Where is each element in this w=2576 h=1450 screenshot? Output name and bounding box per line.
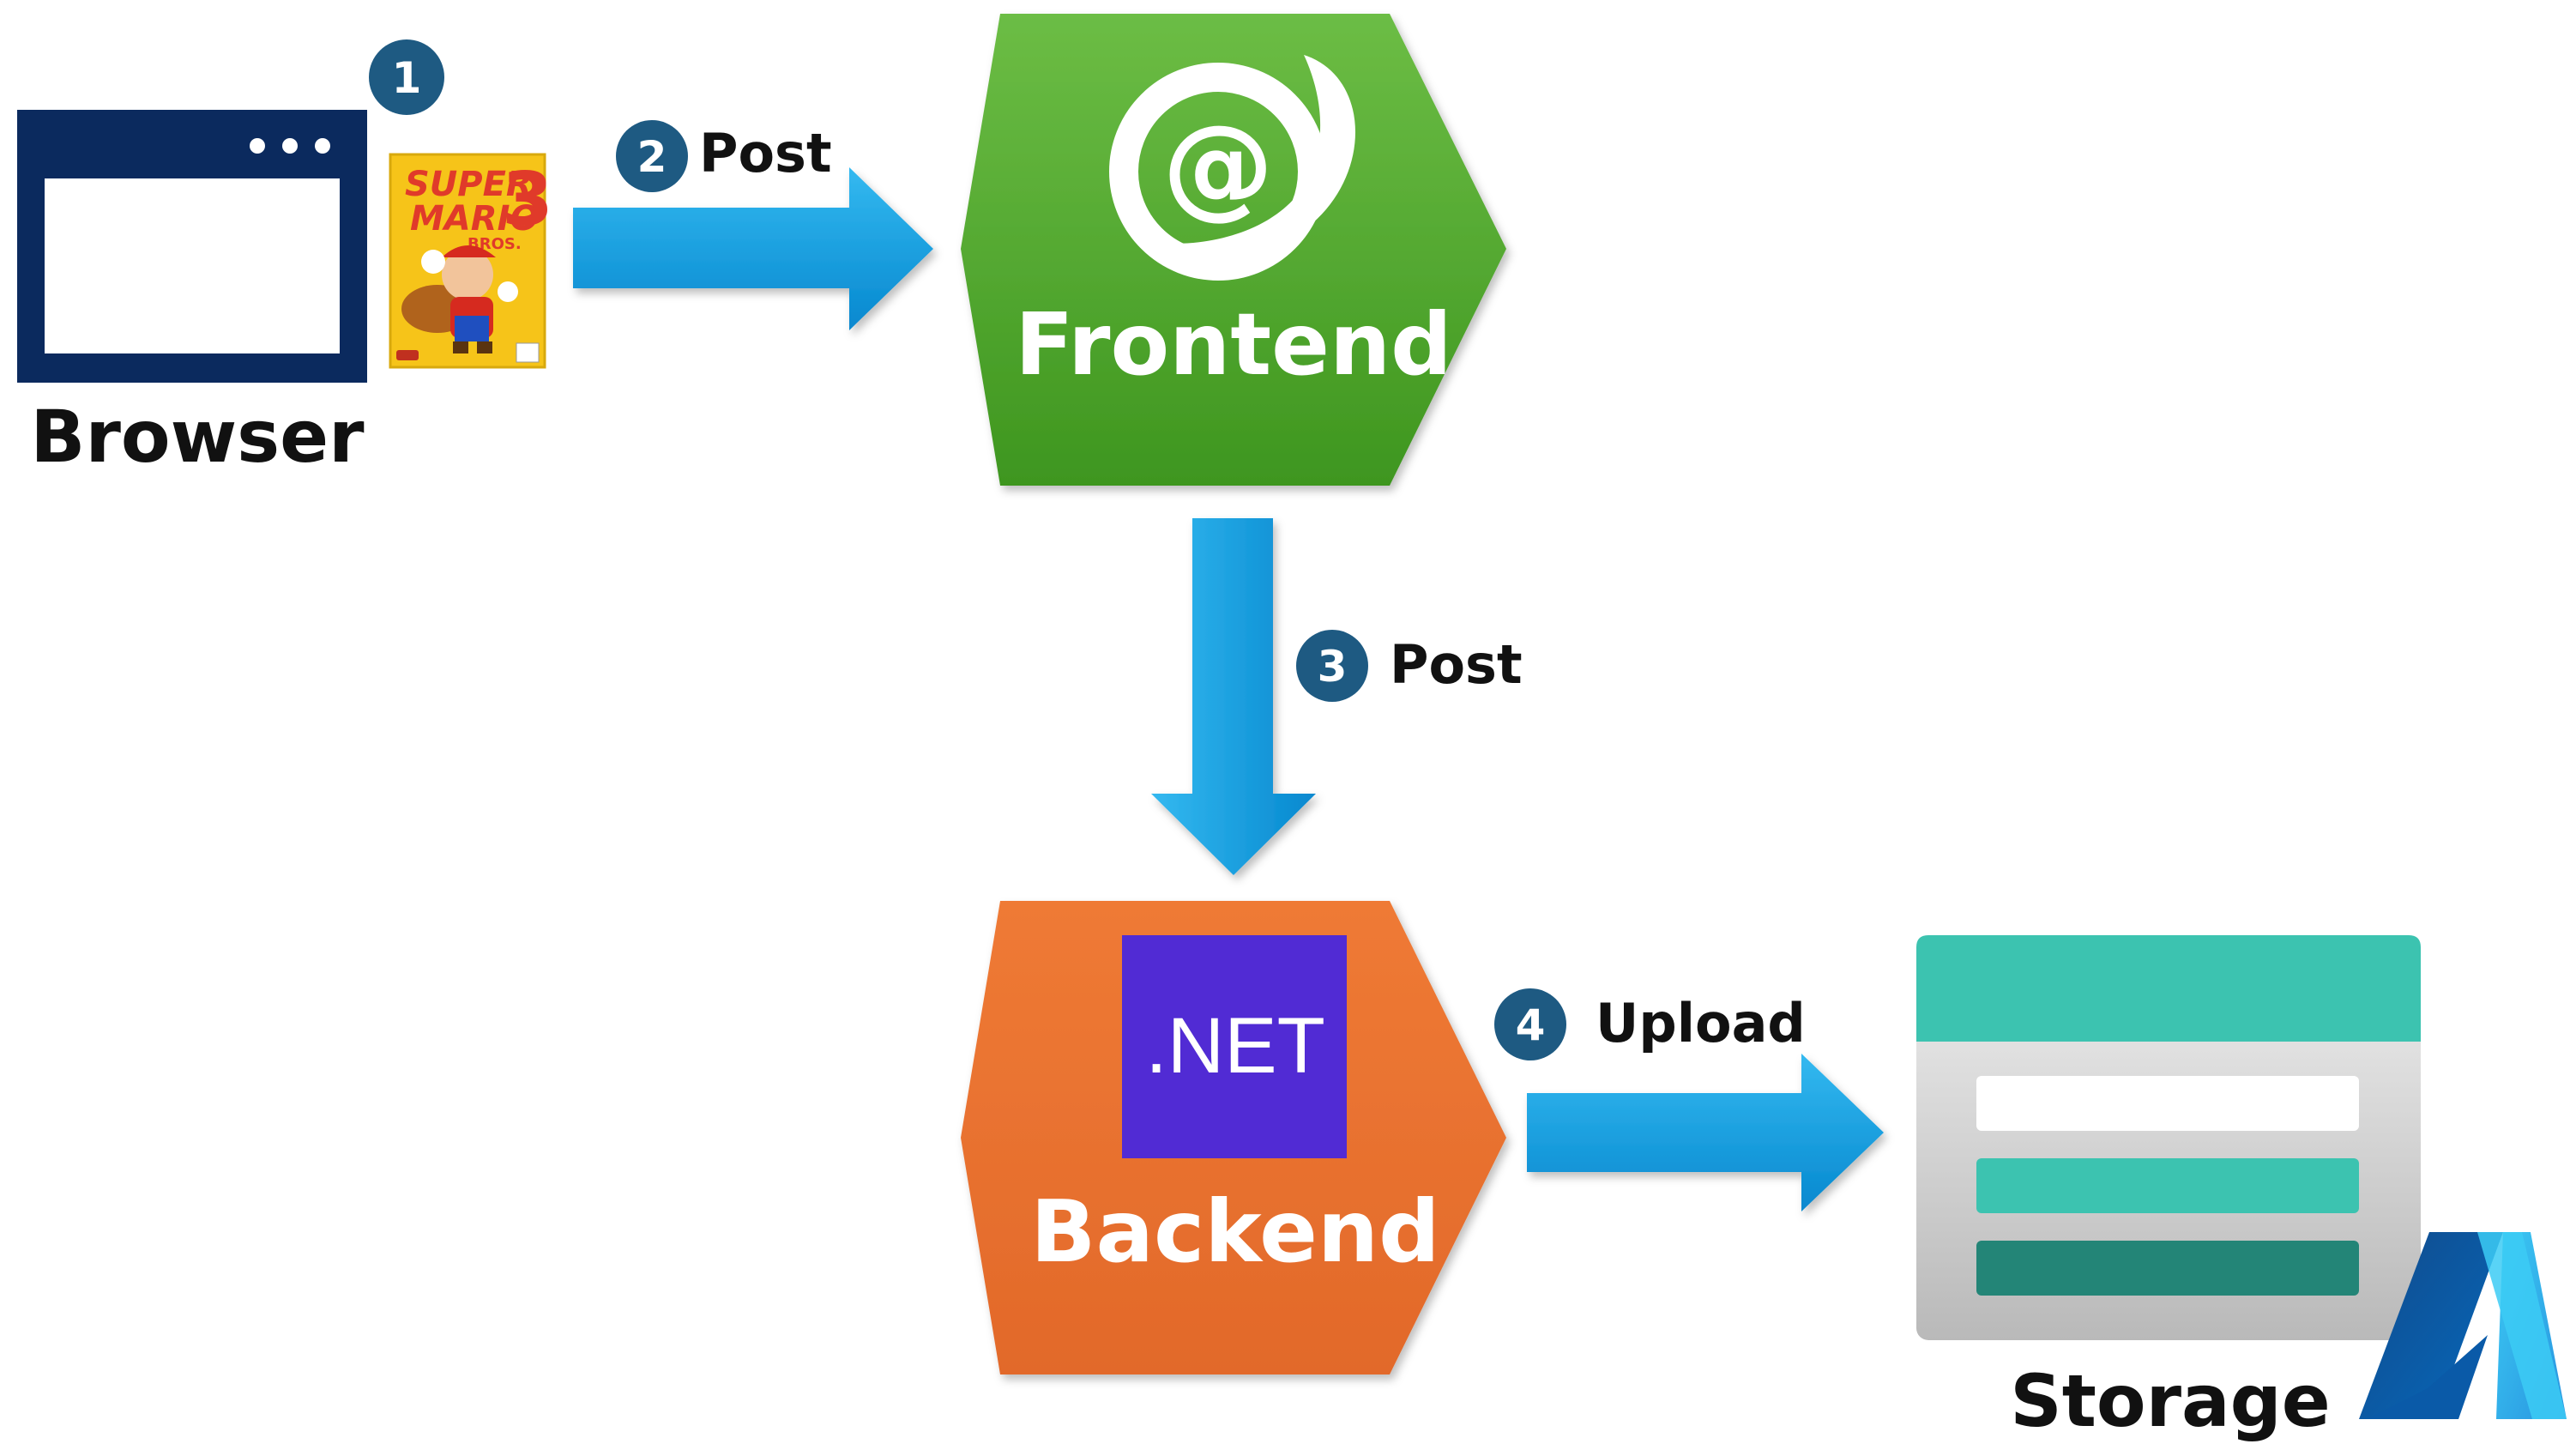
arrow-browser-to-frontend [573, 167, 933, 330]
step-3-badge: 3 [1296, 630, 1368, 702]
step-1-badge: 1 [369, 39, 444, 115]
storage-label: Storage [2010, 1359, 2331, 1443]
storage-node: Storage [1916, 935, 2421, 1443]
dotnet-logo-icon: .NET [1122, 935, 1347, 1158]
frontend-label: Frontend [1015, 294, 1452, 395]
step-1-number: 1 [392, 53, 422, 103]
game-box-number: 3 [502, 157, 553, 243]
browser-label: Browser [30, 395, 365, 479]
mario-figure [401, 245, 518, 353]
browser-node: Browser [17, 110, 367, 479]
step-3-number: 3 [1318, 642, 1348, 692]
step-4-badge: 4 [1494, 988, 1566, 1060]
step-2-number: 2 [637, 132, 667, 182]
arrow-frontend-to-backend [1151, 518, 1316, 875]
step-4-number: 4 [1516, 1000, 1546, 1050]
backend-node: .NET Backend [961, 901, 1506, 1374]
step-2-label: Post [699, 122, 832, 184]
step-3-label: Post [1390, 633, 1523, 696]
step-2-badge: 2 [616, 120, 688, 192]
azure-logo-icon [2359, 1232, 2567, 1419]
azure-storage-icon [1916, 935, 2421, 1340]
backend-label: Backend [1030, 1181, 1439, 1282]
game-box-title-line2: MARIO [410, 199, 539, 239]
dotnet-logo-text: .NET [1145, 1002, 1325, 1090]
browser-window-icon [17, 110, 367, 383]
arrow-backend-to-storage [1527, 1054, 1884, 1211]
frontend-node: @ Frontend [961, 14, 1506, 486]
step-4-label: Upload [1596, 992, 1806, 1054]
game-box-title-line1: SUPER [405, 165, 533, 204]
game-box-image: SUPER MARIO 3 BROS. [389, 153, 553, 369]
svg-text:@: @ [1162, 100, 1274, 231]
blazor-icon: @ [1109, 55, 1355, 281]
